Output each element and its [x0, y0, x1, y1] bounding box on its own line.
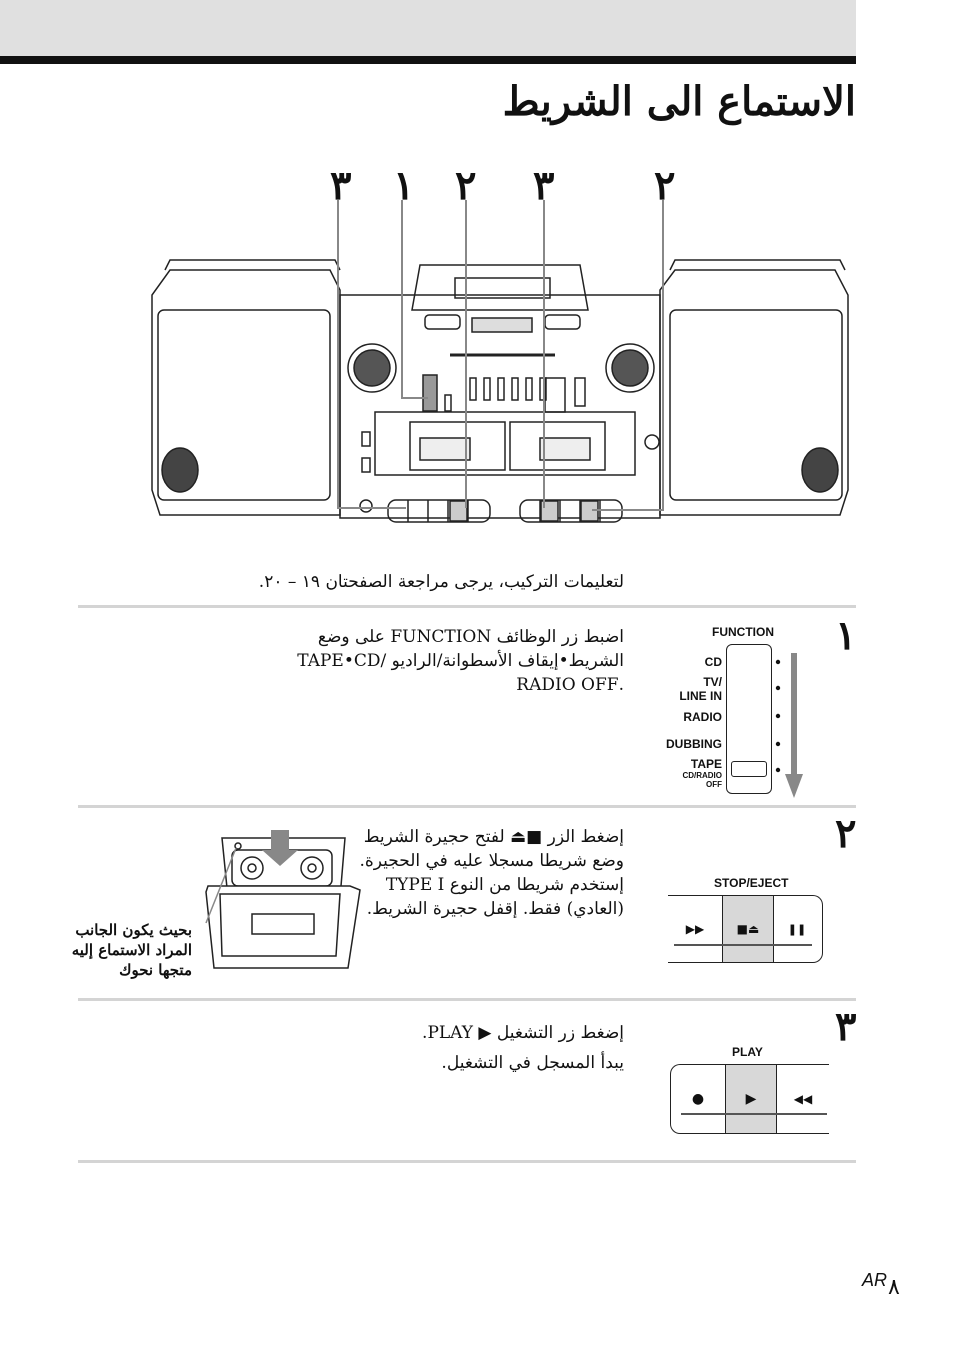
section-divider [78, 1160, 856, 1163]
section-divider [78, 605, 856, 608]
stop-eject-label: STOP/EJECT [714, 876, 789, 890]
step-number: ٣ [835, 1003, 857, 1050]
option-label: CD [704, 655, 722, 669]
callout-number: ٢ [654, 162, 676, 209]
boombox-illustration [151, 200, 849, 523]
step-1-text: اضبط زر الوظائف FUNCTION على وضع الشريط•… [294, 625, 624, 697]
function-slider-track [726, 644, 772, 794]
fast-forward-button[interactable]: ▶▶ [668, 896, 723, 962]
step-3-text: إضغط زر التشغيل ▶ PLAY. يبدأ المسجل في ا… [294, 1018, 624, 1078]
callout-number: ٣ [330, 162, 352, 209]
callout-number: ٢ [455, 162, 477, 209]
header-rule [0, 56, 856, 64]
step-number: ١ [835, 612, 857, 659]
option-label: TV/ [703, 675, 722, 689]
stop-eject-button[interactable]: ■⏏ [723, 896, 774, 962]
option-label: OFF [706, 780, 722, 789]
header-band [0, 0, 856, 56]
step-number: ٢ [835, 810, 857, 857]
text-line: إستخدم شريطا من النوع TYPE I [385, 875, 624, 895]
caption-line: بحيث يكون الجانب [75, 921, 192, 939]
option-label: RADIO [683, 710, 722, 724]
text-line: (العادي) فقط. إقفل حجيرة الشريط. [366, 899, 624, 919]
caption-line: متجها نحوك [119, 961, 192, 979]
text-line: إضغط زر التشغيل ▶ PLAY. [422, 1023, 624, 1043]
section-divider [78, 998, 856, 1001]
option-label: DUBBING [666, 737, 722, 751]
button-groove [674, 944, 812, 946]
step-2-text: إضغط الزر ■⏏ لفتح حجيرة الشريط وضع شريطا… [294, 825, 624, 921]
callout-number: ٣ [533, 162, 555, 209]
option-label: CD/RADIO [682, 771, 722, 780]
text-line: .RADIO OFF [516, 675, 624, 695]
caption-line: المراد الاستماع إليه [71, 941, 192, 959]
text-line: الشريط•إيقاف الأسطوانة/الراديو /TAPE•CD [297, 651, 624, 671]
play-label: PLAY [732, 1045, 763, 1059]
button-groove [681, 1113, 827, 1115]
function-label: FUNCTION [712, 625, 774, 639]
page-marker: AR [862, 1270, 888, 1290]
play-button-strip: ● ▶ ◀◀ [670, 1064, 829, 1134]
intro-text: لتعليمات التركيب، يرجى مراجعة الصفحتان ١… [258, 572, 624, 592]
stop-eject-button-strip: ▶▶ ■⏏ ❚❚ [668, 895, 823, 963]
callout-number: ١ [393, 162, 415, 209]
function-switch-figure: FUNCTION CD TV/ LINE IN RADIO DUBBING TA… [660, 620, 810, 800]
page-title: الاستماع الى الشريط [502, 78, 856, 125]
text-line: اضبط زر الوظائف FUNCTION على وضع [317, 627, 624, 647]
pause-button[interactable]: ❚❚ [787, 922, 807, 936]
record-button[interactable]: ● [671, 1065, 726, 1133]
cassette-caption: بحيث يكون الجانب المراد الاستماع إليه مت… [42, 920, 192, 980]
function-slider-knob [731, 761, 767, 777]
option-label: LINE IN [679, 689, 722, 703]
play-button[interactable]: ▶ [726, 1065, 777, 1133]
text-line: يبدأ المسجل في التشغيل. [441, 1053, 624, 1073]
option-label: TAPE [690, 757, 722, 771]
page-number: ٨ [888, 1275, 900, 1300]
text-line: وضع شريطا مسجلا عليه في الحجيرة. [359, 851, 624, 871]
function-dots-arrow-icon [775, 653, 803, 798]
rewind-button[interactable]: ◀◀ [793, 1092, 813, 1106]
text-line: إضغط الزر ■⏏ لفتح حجيرة الشريط [363, 827, 624, 847]
cassette-insert-illustration [205, 830, 361, 969]
section-divider [78, 805, 856, 808]
